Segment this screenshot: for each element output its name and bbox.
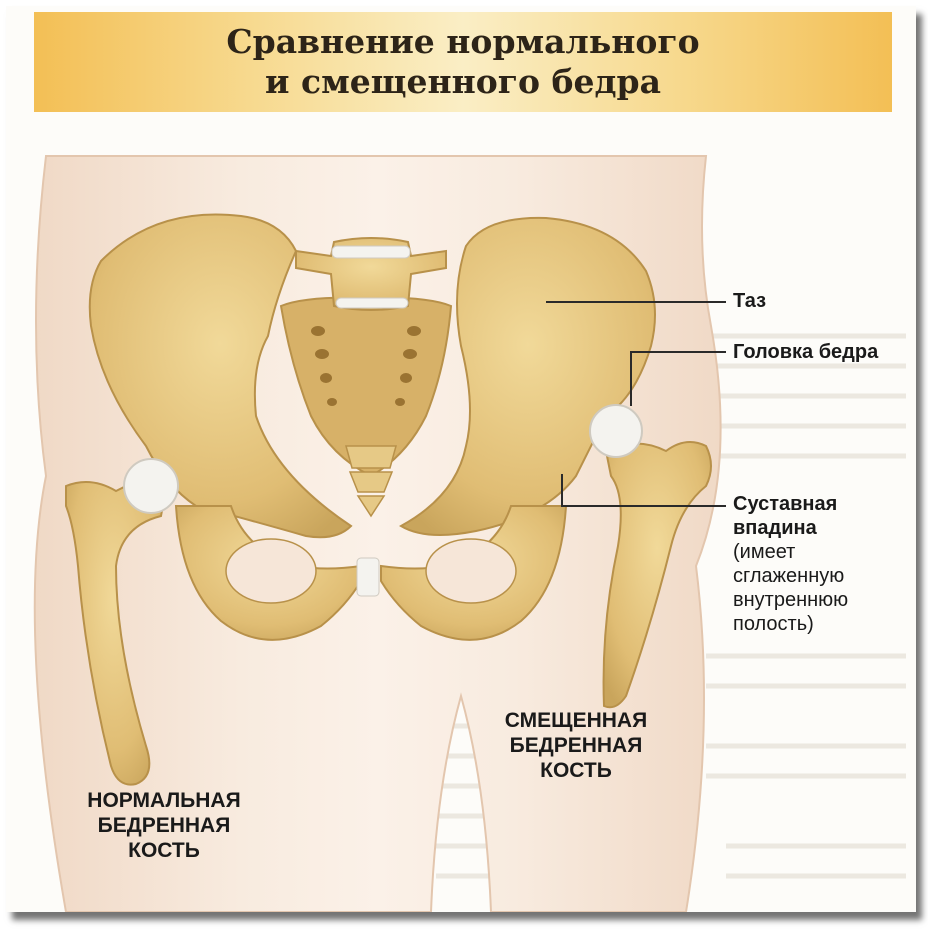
label-pelvis: Таз bbox=[733, 289, 766, 313]
right-obturator-foramen bbox=[426, 539, 516, 603]
normal-femoral-head bbox=[124, 459, 178, 513]
label-displaced-femur: СМЕЩЕННАЯ БЕДРЕННАЯ КОСТЬ bbox=[486, 708, 666, 783]
title-line-2: и смещенного бедра bbox=[34, 62, 892, 102]
intervertebral-disc-lower bbox=[336, 298, 408, 308]
left-obturator-foramen bbox=[226, 539, 316, 603]
label-displaced-line-1: СМЕЩЕННАЯ bbox=[486, 708, 666, 733]
label-socket-line-2: впадина bbox=[733, 516, 848, 540]
label-socket: Суставная впадина (имеет сглаженную внут… bbox=[733, 492, 848, 636]
label-femoral-head: Головка бедра bbox=[733, 340, 878, 364]
label-socket-note-4: полость) bbox=[733, 612, 848, 636]
label-socket-note-1: (имеет bbox=[733, 540, 848, 564]
label-socket-line-1: Суставная bbox=[733, 492, 848, 516]
label-socket-note-3: внутреннюю bbox=[733, 588, 848, 612]
pubic-symphysis bbox=[357, 558, 379, 596]
label-normal-line-2: БЕДРЕННАЯ bbox=[64, 813, 264, 838]
label-displaced-line-2: БЕДРЕННАЯ bbox=[486, 733, 666, 758]
illustration-card: Сравнение нормального и смещенного бедра… bbox=[6, 6, 916, 912]
hip-anatomy-illustration bbox=[6, 6, 916, 912]
label-normal-femur: НОРМАЛЬНАЯ БЕДРЕННАЯ КОСТЬ bbox=[64, 788, 264, 863]
displaced-femoral-head bbox=[590, 405, 642, 457]
label-normal-line-1: НОРМАЛЬНАЯ bbox=[64, 788, 264, 813]
intervertebral-disc-upper bbox=[332, 246, 410, 258]
page-title: Сравнение нормального и смещенного бедра bbox=[34, 22, 892, 102]
label-normal-line-3: КОСТЬ bbox=[64, 838, 264, 863]
title-line-1: Сравнение нормального bbox=[34, 22, 892, 62]
label-socket-note-2: сглаженную bbox=[733, 564, 848, 588]
label-displaced-line-3: КОСТЬ bbox=[486, 758, 666, 783]
title-banner: Сравнение нормального и смещенного бедра bbox=[34, 12, 892, 112]
